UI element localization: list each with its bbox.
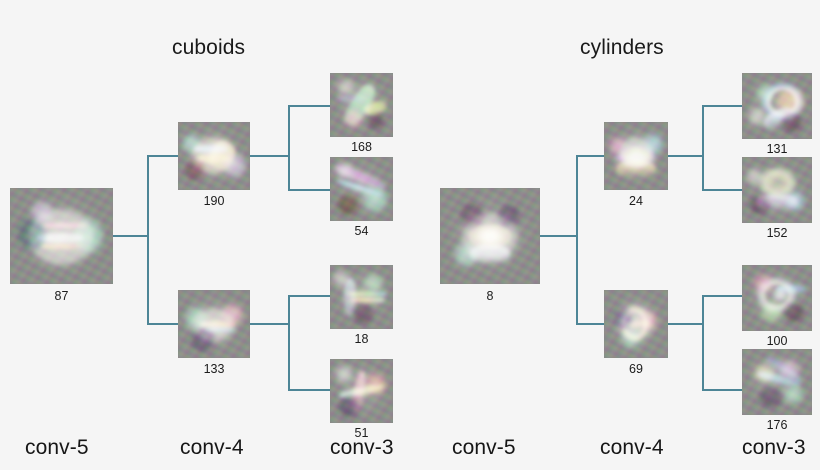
unit-190-image [178, 122, 250, 190]
edge-trunk-cuboids [147, 155, 149, 325]
unit-54-caption: 54 [354, 224, 369, 238]
unit-131[interactable]: 131 [742, 73, 812, 156]
layer-label-cylinders-conv4: conv-4 [600, 436, 664, 459]
edge-190-168 [288, 105, 332, 107]
edge-133-51 [288, 389, 332, 391]
unit-18-caption: 18 [354, 332, 369, 346]
layer-label-cylinders-conv5: conv-5 [452, 436, 516, 459]
unit-133[interactable]: 133 [178, 290, 250, 376]
unit-8[interactable]: 8 [440, 188, 540, 303]
unit-133-caption: 133 [203, 362, 225, 376]
unit-87-image [10, 188, 113, 284]
edge-69-176 [702, 389, 744, 391]
unit-69[interactable]: 69 [604, 290, 668, 376]
group-title-cuboids: cuboids [172, 36, 246, 59]
edge-24-152 [702, 189, 744, 191]
edge-24-131 [702, 105, 744, 107]
edge-24-trunk [668, 155, 704, 157]
unit-100-caption: 100 [766, 334, 788, 348]
edge-8-trunk [540, 235, 578, 237]
group-title-cylinders: cylinders [580, 36, 664, 59]
layer-label-cuboids-conv4: conv-4 [180, 436, 244, 459]
layer-label-cuboids-conv3: conv-3 [330, 436, 394, 459]
unit-51-image [330, 359, 393, 423]
edge-190-trunk [250, 155, 290, 157]
unit-18[interactable]: 18 [330, 265, 393, 346]
edge-trunk-24-split [702, 105, 704, 191]
layer-label-cuboids-conv5: conv-5 [25, 436, 89, 459]
unit-176[interactable]: 176 [742, 349, 812, 432]
unit-54-image [330, 157, 393, 221]
unit-152-caption: 152 [766, 226, 788, 240]
edge-69-100 [702, 295, 744, 297]
unit-176-image [742, 349, 812, 415]
edge-133-trunk [250, 323, 290, 325]
unit-152[interactable]: 152 [742, 157, 812, 240]
unit-87[interactable]: 87 [10, 188, 113, 303]
unit-51-caption: 51 [354, 426, 369, 440]
edge-trunk-69 [576, 323, 604, 325]
unit-100[interactable]: 100 [742, 265, 812, 348]
unit-131-caption: 131 [766, 142, 788, 156]
edge-trunk-cylinders [576, 155, 578, 325]
edge-trunk-190 [147, 155, 178, 157]
edge-69-trunk [668, 323, 704, 325]
unit-69-image [604, 290, 668, 358]
unit-190-caption: 190 [203, 194, 225, 208]
unit-69-caption: 69 [629, 362, 643, 376]
unit-54[interactable]: 54 [330, 157, 393, 238]
unit-24[interactable]: 24 [604, 122, 668, 208]
unit-168-image [330, 73, 393, 137]
unit-8-image [440, 188, 540, 284]
unit-133-image [178, 290, 250, 358]
edge-trunk-190-split [288, 105, 290, 191]
edge-190-54 [288, 189, 332, 191]
edge-trunk-133-split [288, 295, 290, 391]
edge-87-trunk [113, 235, 149, 237]
unit-8-caption: 8 [486, 289, 494, 303]
unit-131-image [742, 73, 812, 139]
edge-133-18 [288, 295, 332, 297]
edge-trunk-69-split [702, 295, 704, 391]
unit-190[interactable]: 190 [178, 122, 250, 208]
unit-87-caption: 87 [54, 289, 69, 303]
edge-trunk-24 [576, 155, 604, 157]
unit-18-image [330, 265, 393, 329]
unit-176-caption: 176 [766, 418, 788, 432]
unit-24-image [604, 122, 668, 190]
unit-152-image [742, 157, 812, 223]
unit-168[interactable]: 168 [330, 73, 393, 154]
unit-24-caption: 24 [629, 194, 643, 208]
layer-label-cylinders-conv3: conv-3 [742, 436, 806, 459]
unit-100-image [742, 265, 812, 331]
unit-51[interactable]: 51 [330, 359, 393, 440]
unit-168-caption: 168 [351, 140, 372, 154]
edge-trunk-133 [147, 323, 178, 325]
